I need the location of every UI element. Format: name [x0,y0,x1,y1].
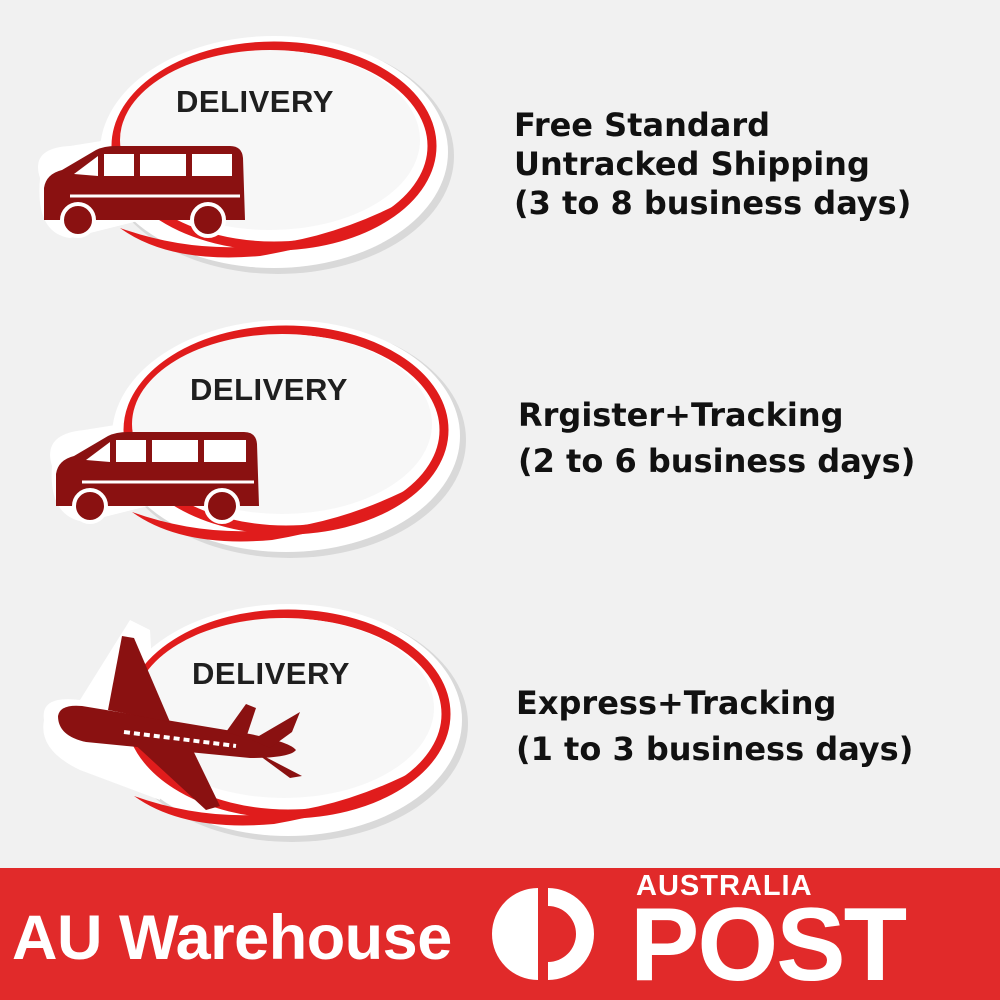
delivery-badge: DELIVERY [0,600,470,860]
shipping-option-description: Rrgister+Tracking (2 to 6 business days) [518,392,915,484]
delivery-badge-shape [38,36,454,274]
brand-wordmark: POST [630,887,907,1000]
delivery-badge-label: DELIVERY [190,372,348,407]
shipping-option-standard: DELIVERY Free Standard Untracked Shippin… [0,28,1000,288]
delivery-badge-label: DELIVERY [192,656,350,691]
brand-country-label: AUSTRALIA [636,870,813,902]
option-duration: (2 to 6 business days) [518,442,916,480]
shipping-option-register-tracking: DELIVERY Rrgister+Tracking (2 to 6 busin… [0,316,1000,576]
option-title-line-1: Express+Tracking [516,684,837,722]
van-icon [56,432,259,524]
delivery-badge: DELIVERY [0,316,470,576]
shipping-option-description: Express+Tracking (1 to 3 business days) [516,680,913,772]
delivery-badge: DELIVERY [0,28,470,288]
warehouse-banner: AU Warehouse AUSTRALIA POST [0,868,1000,1000]
airplane-icon [58,636,302,810]
warehouse-label: AU Warehouse [12,903,452,973]
option-duration: (1 to 3 business days) [516,730,914,768]
delivery-badge-shape [50,320,466,558]
australia-post-logo-icon [492,888,594,980]
option-title-line-1: Rrgister+Tracking [518,396,844,434]
shipping-option-express-tracking: DELIVERY Express+Tracking (1 to 3 busine… [0,600,1000,860]
option-title-line-2: Untracked Shipping [514,145,870,183]
option-duration: (3 to 8 business days) [514,184,912,222]
option-title-line-1: Free Standard [514,106,771,144]
van-icon [44,146,245,238]
delivery-badge-label: DELIVERY [176,84,334,119]
delivery-badge-shape [43,604,468,842]
shipping-option-description: Free Standard Untracked Shipping (3 to 8… [514,106,911,223]
